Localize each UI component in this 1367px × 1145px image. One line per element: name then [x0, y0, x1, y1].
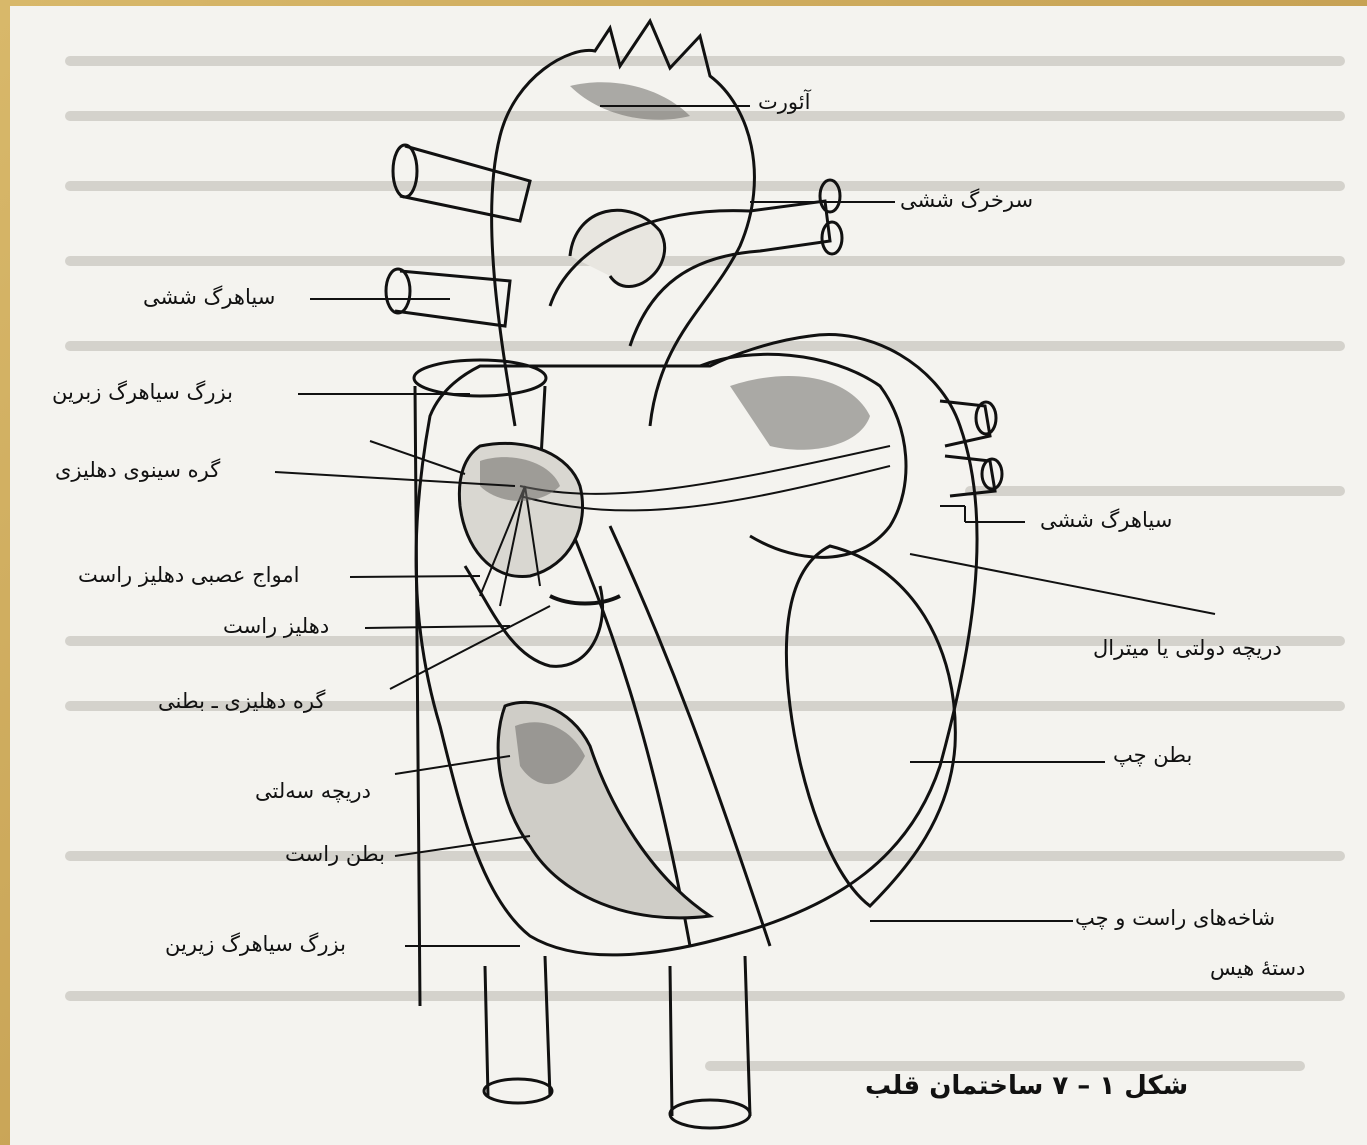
label-pulmonary-artery: سرخرگ ششی [900, 188, 1033, 212]
label-pulmonary-vein-right: سیاهرگ ششی [1040, 508, 1172, 532]
label-left-ventricle: بطن چپ [1113, 743, 1192, 767]
label-right-atrium: دهلیز راست [223, 614, 329, 638]
label-aorta: آئورت [758, 90, 810, 114]
label-mitral-valve: دریچه دولتی یا میترال [1093, 636, 1282, 660]
label-right-ventricle: بطن راست [285, 842, 385, 866]
label-superior-vena-cava: بزرگ سیاهرگ زبرین [52, 380, 233, 404]
label-av-node: گره دهلیزی ـ بطنی [158, 689, 325, 713]
label-atrial-nerve-waves: امواج عصبی دهلیز راست [78, 563, 299, 587]
label-his-bundle-branches: شاخه‌های راست و چپ [1075, 906, 1275, 930]
figure-caption: شکل ۱ – ۷ ساختمان قلب [865, 1071, 1188, 1101]
inferior-vena-cava-shape [485, 956, 550, 1096]
label-sinoatrial-node: گره سینوی دهلیزی [55, 458, 220, 482]
label-inferior-vena-cava: بزرگ سیاهرگ زیرین [165, 932, 346, 956]
label-pulmonary-vein-left: سیاهرگ ششی [143, 285, 275, 309]
label-tricuspid-valve: دریچه سه‌لتی [255, 779, 371, 803]
label-his-bundle: دستهٔ هیس [1210, 956, 1305, 980]
textbook-page: آئورت سرخرگ ششی سیاهرگ ششی بزرگ سیاهرگ ز… [10, 6, 1367, 1145]
